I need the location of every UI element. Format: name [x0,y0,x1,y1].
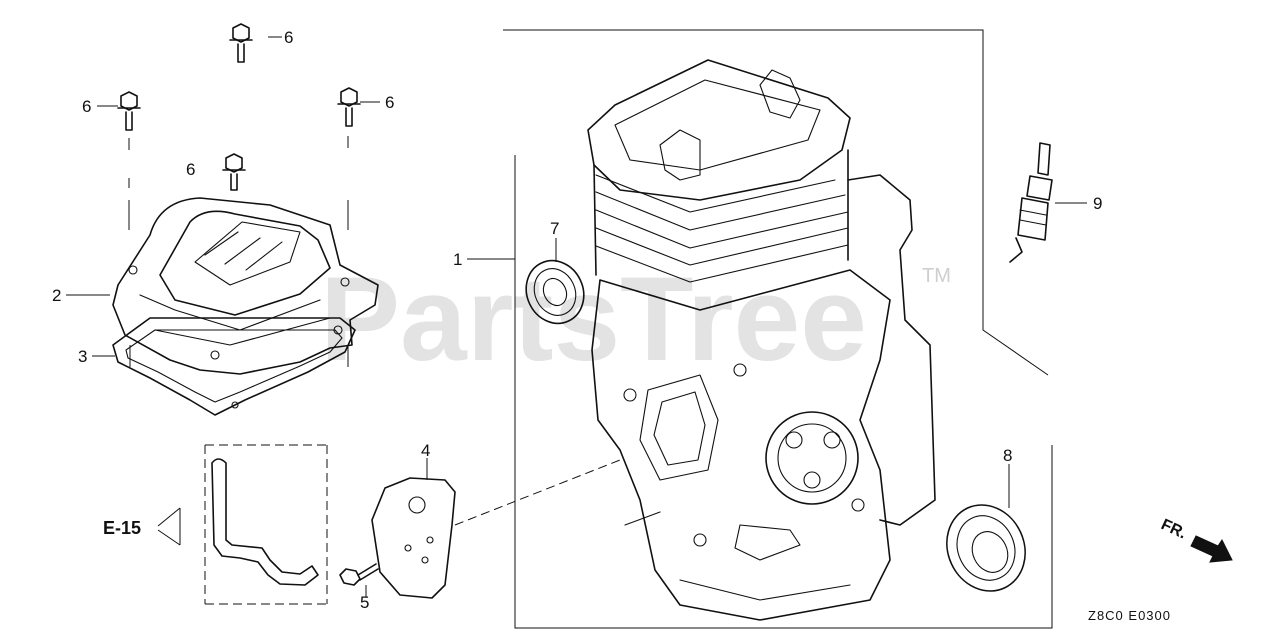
assembly-frame [503,29,1053,629]
breather-plate[interactable] [371,477,456,599]
bolt-6-left[interactable] [117,91,141,131]
callouts: 6 6 6 6 2 3 1 7 4 5 8 9 [52,28,1102,612]
spark-plug[interactable] [1009,142,1053,263]
callout-3[interactable]: 3 [78,347,87,366]
callout-8[interactable]: 8 [1003,446,1012,465]
callout-6-center[interactable]: 6 [186,160,195,179]
callout-6-right[interactable]: 6 [385,93,394,112]
callout-5[interactable]: 5 [360,593,369,612]
callout-6-top[interactable]: 6 [284,28,293,47]
callout-9[interactable]: 9 [1093,194,1102,213]
front-label: FR. [1158,516,1189,542]
drawing-code: Z8C0 E0300 [1088,608,1171,623]
callout-6-left[interactable]: 6 [82,97,91,116]
breather-tube[interactable] [204,444,328,605]
bolt-alignment-lines [128,136,349,367]
bearing[interactable] [516,251,594,333]
callout-7[interactable]: 7 [550,219,559,238]
bolt-6-center[interactable] [222,153,246,191]
oil-seal[interactable] [933,492,1039,604]
watermark-trademark: TM [922,265,951,287]
leader-lines [66,36,1087,597]
callout-2[interactable]: 2 [52,286,61,305]
watermark: PartsTree TM [320,252,951,386]
cylinder-block[interactable] [587,59,936,621]
bolt-6-top[interactable] [229,23,253,63]
rocker-cover[interactable] [112,197,379,375]
callout-1[interactable]: 1 [453,250,462,269]
front-direction-indicator: FR. [1158,516,1233,563]
front-arrow-icon [1190,535,1233,563]
callout-4[interactable]: 4 [421,441,430,460]
rocker-cover-gasket[interactable] [112,317,356,416]
e15-reference[interactable]: E-15 [103,507,181,546]
e15-label: E-15 [103,518,141,538]
bolt-6-right[interactable] [337,87,361,127]
bolt-5[interactable] [339,563,379,586]
